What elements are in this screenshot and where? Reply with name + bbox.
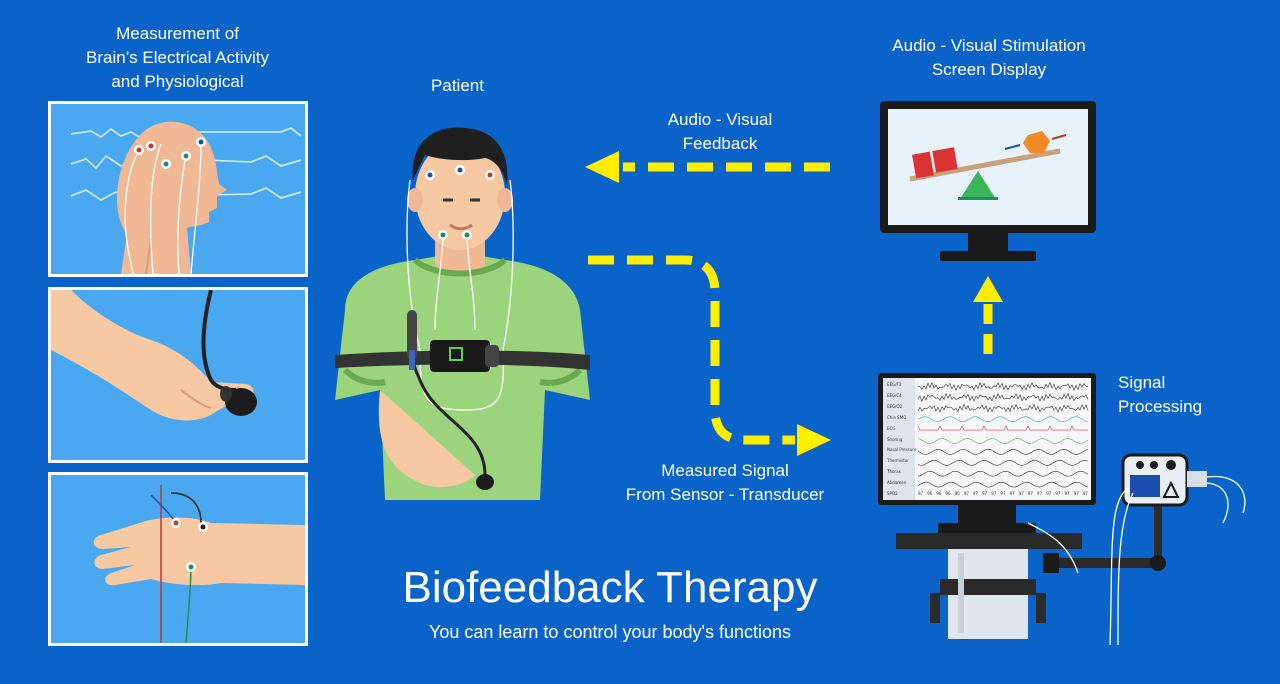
spo2-value: 96 [954,491,960,496]
stimulation-label-line-1: Audio - Visual Stimulation [892,36,1086,55]
monitor-channel-label: ECG [887,425,896,431]
measurement-label-line-3: and Physiological [111,72,244,91]
measurement-label-line-1: Measurement of [116,24,239,43]
monitor-waveforms [917,381,1089,488]
spo2-value: 97 [972,491,979,496]
patient-illustration [335,127,590,500]
stimulation-label-line-2: Screen Display [931,60,1047,79]
eeg-head-illustration [70,121,302,274]
spo2-value: 97 [991,491,997,496]
waveform-trace [917,392,1089,403]
monitor-channel-label: EEG/C4 [887,392,902,398]
signal-processing-label-line-1: Signal [1118,373,1166,392]
spo2-value: 97 [1018,491,1024,496]
measured-signal-label: Measured Signal From Sensor - Transducer [610,459,840,507]
waveform-trace [917,449,1089,455]
spo2-value: 97 [982,491,988,496]
waveform-trace [917,481,1089,488]
feedback-label: Audio - Visual Feedback [640,108,800,156]
finger-sensor-panel [48,287,308,463]
finger-sensor-illustration [51,290,257,421]
hand-electrode-panel [48,472,308,646]
waveform-trace [917,381,1089,392]
spo2-value: 97 [1009,491,1015,496]
monitor-channel-label: Thermistor [887,458,909,464]
waveform-trace [917,403,1089,414]
processing-up-arrow [973,276,1003,354]
feedback-label-line-1: Audio - Visual [667,110,773,129]
monitor-channel-label: Chin EMG [887,414,907,420]
monitor-channel-label: EEG/F3 [887,382,902,387]
measured-signal-label-line-1: Measured Signal [661,461,789,480]
waveform-trace [917,470,1089,477]
main-title: Biofeedback Therapy [402,563,818,612]
spo2-value: 97 [1046,491,1052,496]
spo2-value: 97 [1055,491,1061,496]
subtitle: You can learn to control your body's fun… [429,622,791,642]
spo2-value: 96 [945,491,951,496]
signal-processing-label-line-2: Processing [1118,397,1203,416]
spo2-value: 97 [1064,491,1070,496]
spo2-value: 97 [918,491,924,496]
feedback-arrow [585,151,830,183]
spo2-value: 96 [936,491,942,496]
monitor-channel-label: Abdomen [887,480,907,486]
waveform-trace [917,438,1089,444]
measurement-label: Measurement of Brain’s Electrical Activi… [40,22,315,94]
measured-signal-label-line-2: From Sensor - Transducer [625,485,825,504]
spo2-value: 97 [1027,491,1033,496]
waveform-trace [917,425,1088,431]
spo2-value: 96 [927,491,933,496]
spo2-value: 97 [1000,491,1006,496]
feedback-label-line-2: Feedback [682,134,758,153]
monitor-channel-label: Nasal Pressure [887,447,917,453]
spo2-value: 97 [1037,491,1043,496]
monitor-channel-label: EEG/O2 [887,403,903,409]
patient-label: Patient [431,76,484,95]
monitor-channel-label: SPO2 [887,491,898,497]
spo2-value: 97 [1073,491,1079,496]
waveform-trace [917,459,1089,466]
measured-signal-arrow [588,255,831,456]
stimulation-monitor [880,101,1096,261]
spo2-value: 97 [963,491,969,496]
waveform-trace [917,416,1089,423]
stimulation-label: Audio - Visual Stimulation Screen Displa… [860,34,1118,82]
monitor-channel-label: Snoring [887,436,903,442]
measurement-label-line-2: Brain’s Electrical Activity [86,48,269,67]
hand-electrode-illustration [93,485,305,643]
signal-processing-label: Signal Processing [1118,371,1213,419]
eeg-head-panel [48,101,308,277]
spo2-value: 97 [1082,491,1088,496]
monitor-channel-label: Thorax [887,469,901,475]
